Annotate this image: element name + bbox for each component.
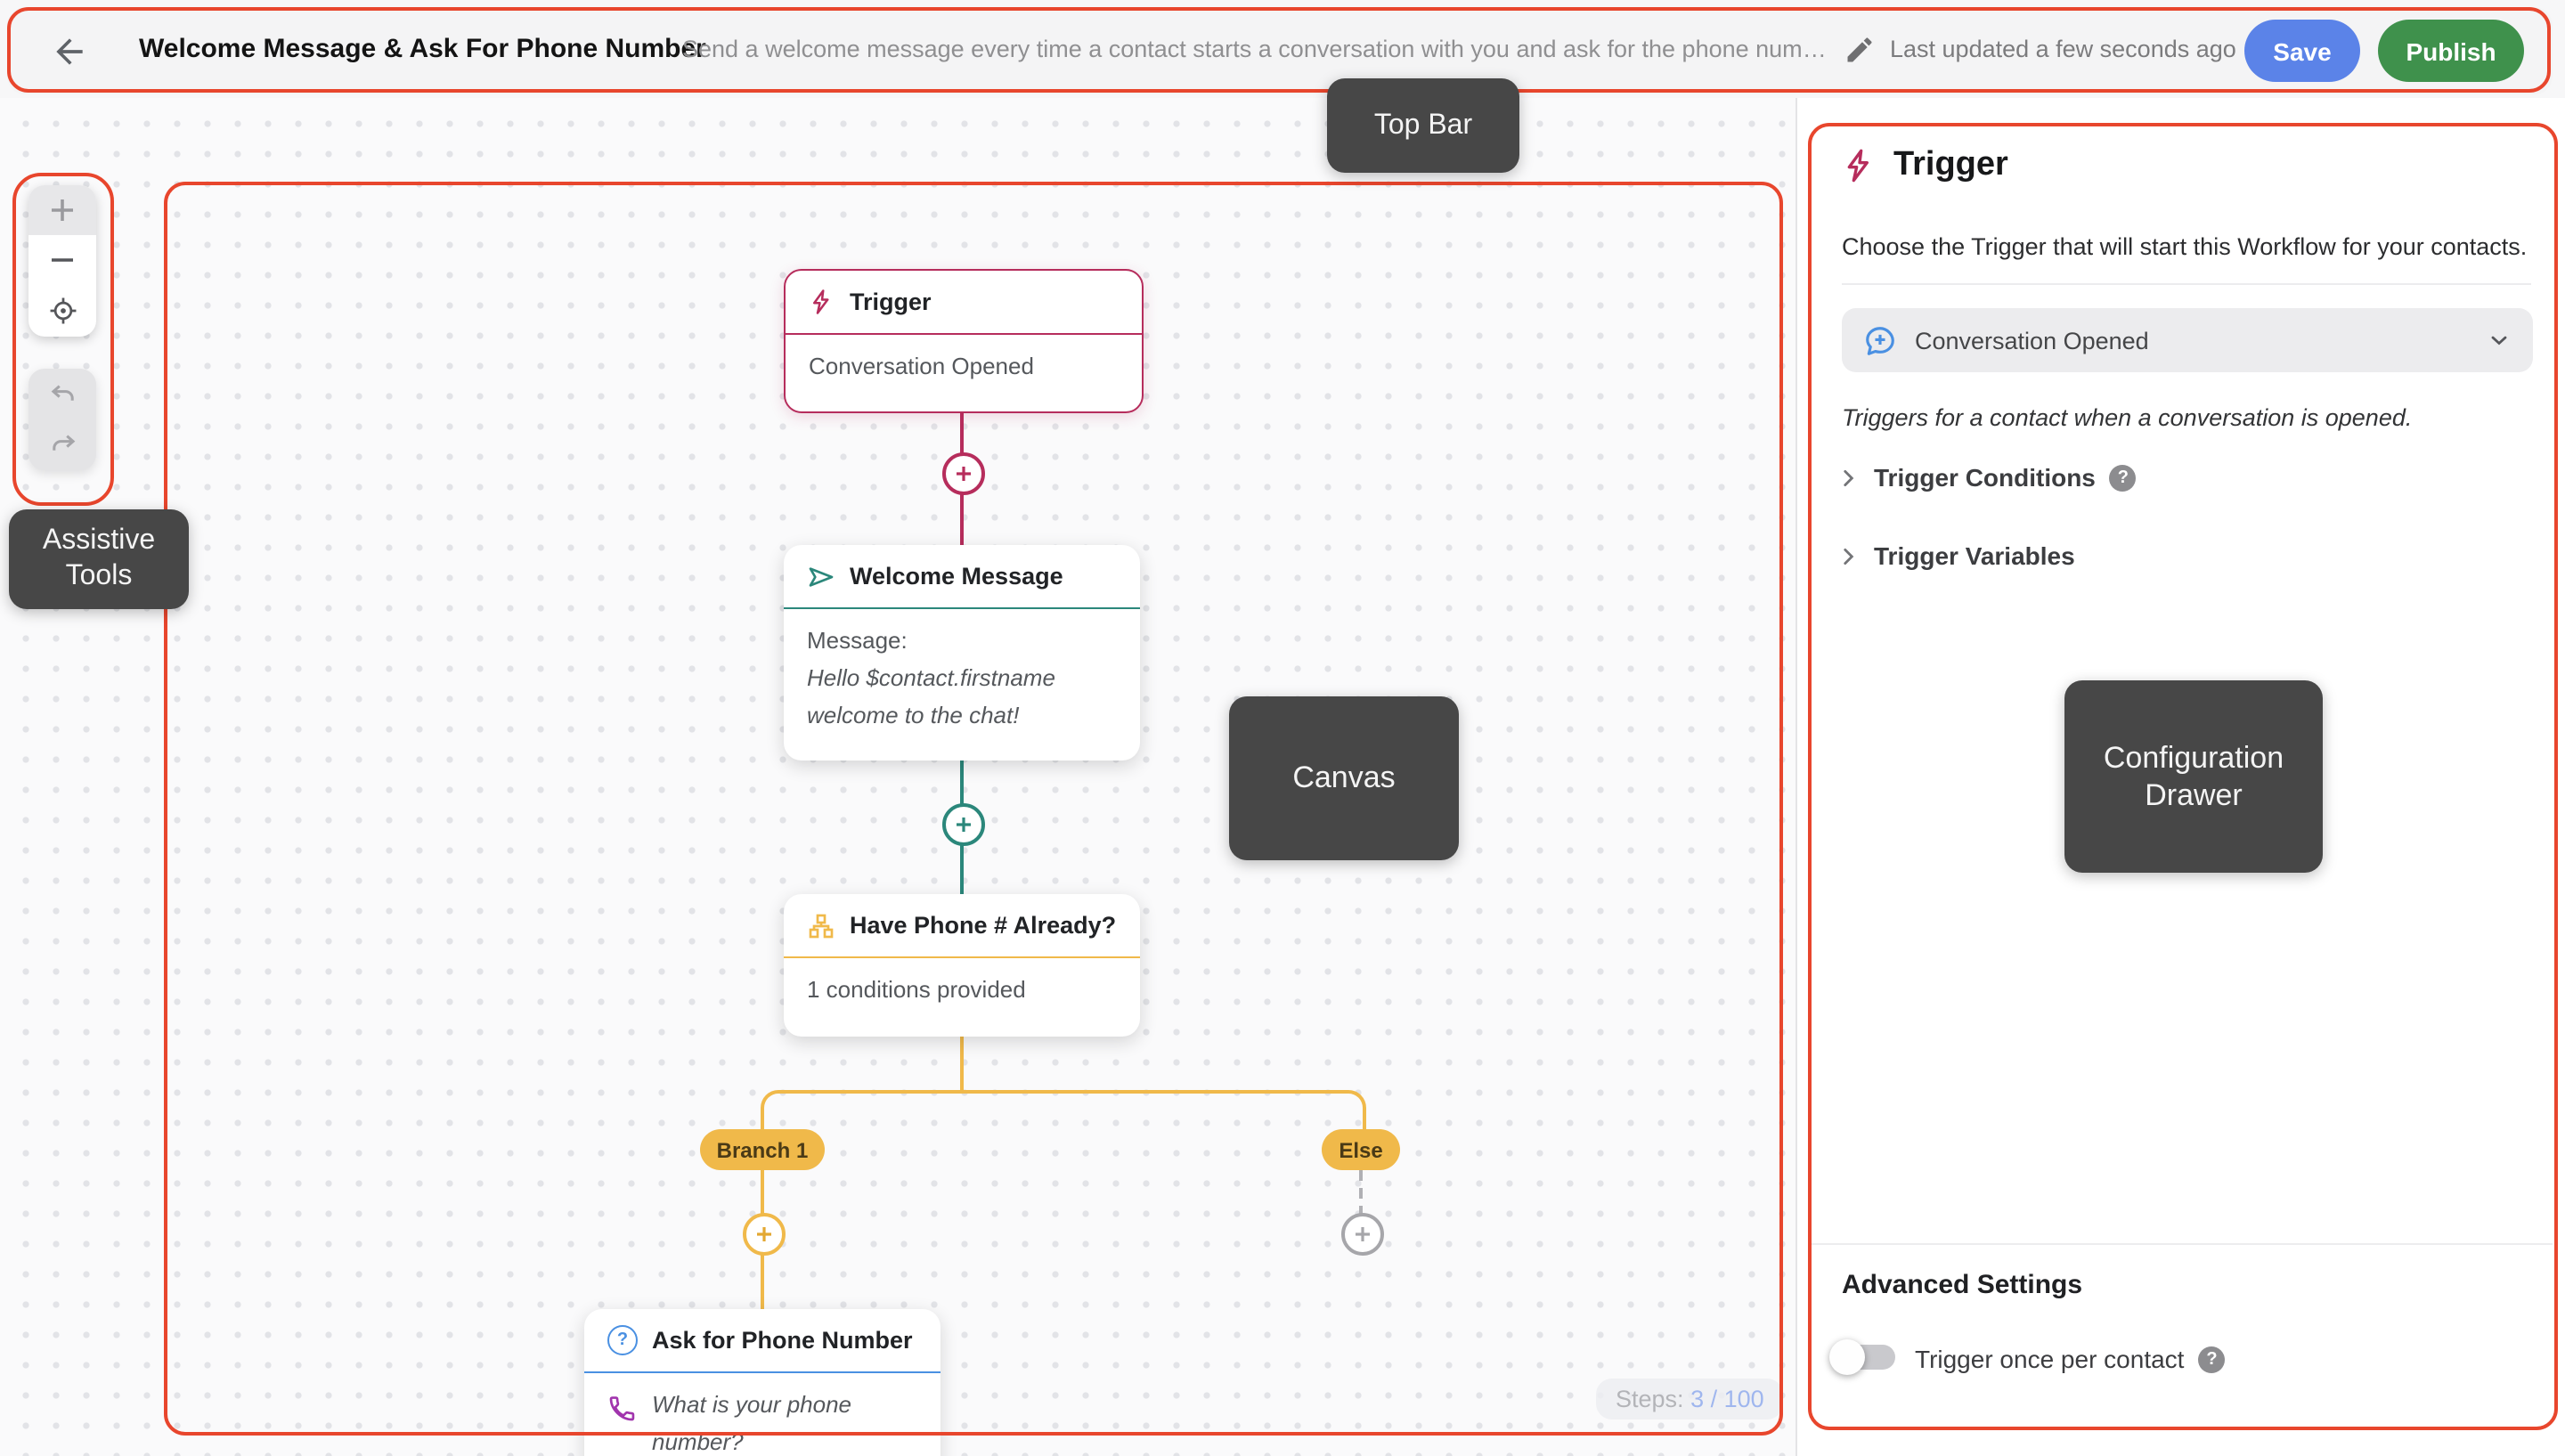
configuration-drawer-annotation-label: Configuration Drawer <box>2064 680 2323 873</box>
connector-condition-branch <box>960 1037 964 1092</box>
question-text-line2: number? <box>652 1428 744 1455</box>
trigger-variables-row[interactable]: Trigger Variables <box>1836 541 2075 570</box>
undo-button[interactable] <box>28 369 96 419</box>
chevron-right-icon <box>1836 544 1860 567</box>
redo-button[interactable] <box>28 419 96 470</box>
add-step-button[interactable] <box>942 452 985 495</box>
canvas-annotation-label: Canvas <box>1229 696 1459 860</box>
steps-counter: Steps: 3 / 100 <box>1596 1379 1784 1419</box>
add-step-button[interactable] <box>743 1213 786 1256</box>
help-icon[interactable] <box>2198 1346 2226 1372</box>
branch-1-pill[interactable]: Branch 1 <box>700 1129 825 1170</box>
top-bar: Welcome Message & Ask For Phone Number S… <box>7 7 2553 94</box>
workflow-title: Welcome Message & Ask For Phone Number <box>139 34 706 64</box>
trigger-type-select[interactable]: Conversation Opened <box>1842 308 2533 372</box>
trigger-hint-text: Triggers for a contact when a conversati… <box>1842 404 2413 431</box>
message-text-line1: Hello $contact.firstname <box>807 663 1055 691</box>
save-button[interactable]: Save <box>2244 20 2360 82</box>
phone-icon <box>607 1395 636 1456</box>
else-branch-pill[interactable]: Else <box>1322 1129 1400 1170</box>
add-step-button[interactable] <box>942 803 985 846</box>
divider <box>1842 283 2531 285</box>
ask-question-node[interactable]: ? Ask for Phone Number What is your phon… <box>584 1309 940 1456</box>
condition-node[interactable]: Have Phone # Already? 1 conditions provi… <box>784 894 1140 1037</box>
message-field-label: Message: <box>807 627 908 654</box>
help-icon[interactable] <box>2109 464 2137 491</box>
last-updated-text: Last updated a few seconds ago <box>1890 36 2236 62</box>
condition-node-subtitle: 1 conditions provided <box>807 976 1026 1003</box>
lightning-bolt-icon <box>809 289 835 315</box>
trigger-once-toggle-knob[interactable] <box>1829 1339 1865 1375</box>
history-tool-group <box>28 369 96 470</box>
workflow-description: Send a welcome message every time a cont… <box>682 36 1836 62</box>
zoom-in-button[interactable] <box>28 185 96 236</box>
zoom-out-button[interactable] <box>28 236 96 287</box>
selected-trigger-label: Conversation Opened <box>1915 327 2149 354</box>
edit-pencil-icon[interactable] <box>1844 34 1876 66</box>
chevron-down-icon <box>2487 328 2512 353</box>
question-text-line1: What is your phone <box>652 1391 852 1418</box>
trigger-once-label: Trigger once per contact <box>1915 1345 2185 1373</box>
question-circle-icon: ? <box>607 1325 638 1355</box>
top-bar-annotation-label: Top Bar <box>1327 78 1519 173</box>
center-view-button[interactable] <box>28 286 96 337</box>
message-text-line2: welcome to the chat! <box>807 701 1020 728</box>
conversation-plus-icon <box>1863 323 1897 357</box>
trigger-conditions-row[interactable]: Trigger Conditions <box>1836 463 2137 492</box>
chevron-right-icon <box>1836 466 1860 489</box>
divider <box>1812 1243 2553 1245</box>
canvas-workspace[interactable]: Assistive Tools Branch 1 Else <box>0 98 1796 1456</box>
welcome-message-node[interactable]: Welcome Message Message: Hello $contact.… <box>784 545 1140 761</box>
zoom-tool-group <box>28 185 96 337</box>
assistive-tools-annotation-label: Assistive Tools <box>9 509 189 609</box>
lightning-bolt-icon <box>1842 148 1877 183</box>
trigger-node-subtitle: Conversation Opened <box>809 353 1034 379</box>
publish-button[interactable]: Publish <box>2378 20 2524 82</box>
send-message-icon <box>807 562 835 590</box>
branch-corner-right <box>960 1090 1366 1136</box>
back-arrow-icon[interactable] <box>50 32 89 71</box>
connector-else-dashed <box>1359 1170 1363 1216</box>
drawer-description: Choose the Trigger that will start this … <box>1842 233 2528 260</box>
trigger-node[interactable]: Trigger Conversation Opened <box>784 269 1144 413</box>
drawer-title: Trigger <box>1893 146 2008 183</box>
add-step-button[interactable] <box>1341 1213 1384 1256</box>
configuration-drawer: Trigger Choose the Trigger that will sta… <box>1796 98 2565 1456</box>
advanced-settings-heading: Advanced Settings <box>1842 1270 2083 1300</box>
branch-corner-left <box>761 1090 965 1136</box>
branch-split-icon <box>807 911 835 939</box>
